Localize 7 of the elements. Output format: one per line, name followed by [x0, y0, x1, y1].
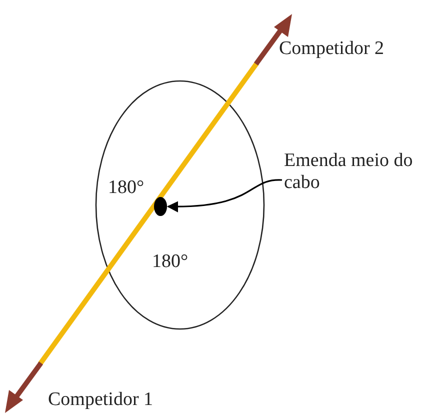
- competitor-label: Competidor 2: [279, 38, 384, 60]
- competitor-label: Competidor 1: [48, 389, 154, 411]
- angle-label: 180°: [152, 251, 188, 273]
- leader-arrow: [166, 179, 282, 212]
- angle-label: 180°: [108, 177, 144, 199]
- splice-dot: [154, 197, 167, 216]
- callout-text: Emenda meio do cabo: [284, 150, 424, 194]
